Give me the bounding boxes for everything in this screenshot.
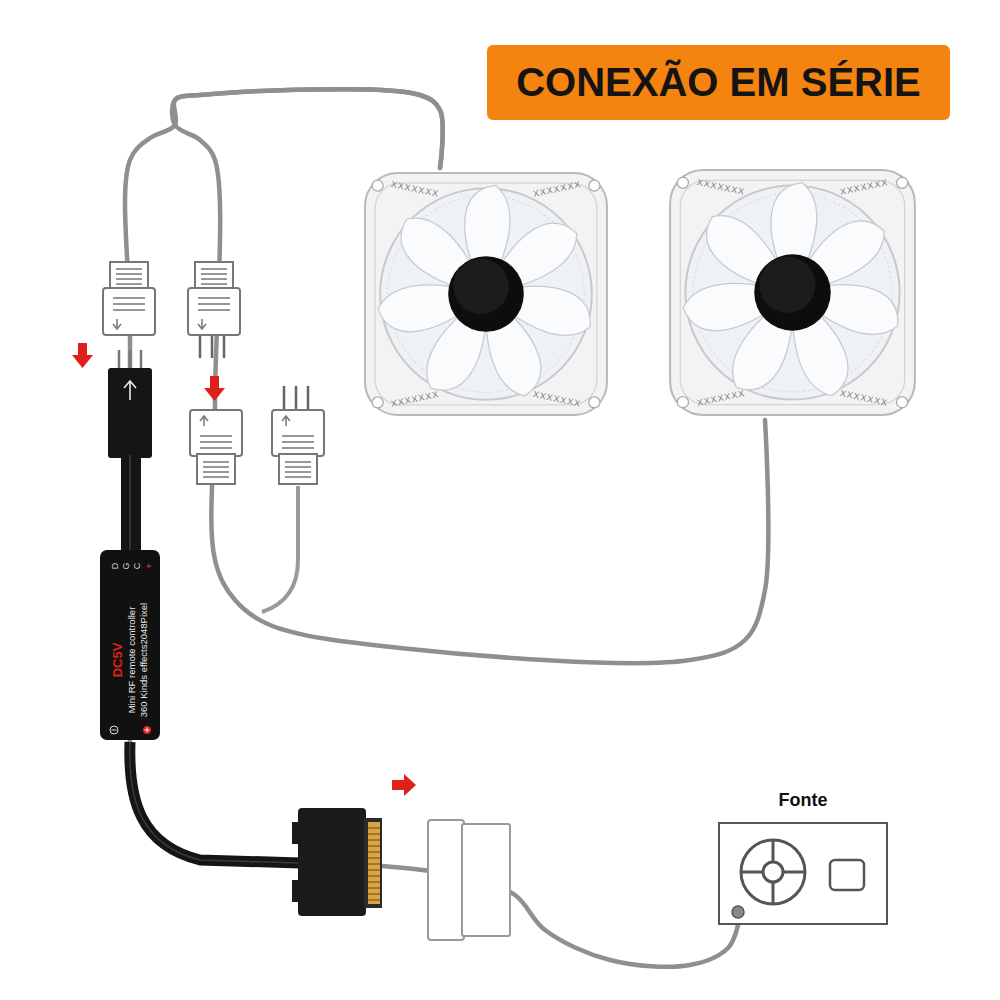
pin-name: G	[121, 562, 131, 569]
direction-arrow	[392, 774, 416, 796]
pin-name: D	[110, 563, 120, 570]
argb-male-plug	[272, 386, 324, 484]
component-label: Fonte	[720, 790, 886, 811]
cable	[130, 742, 300, 863]
cable	[262, 486, 298, 612]
fan-drawing	[665, 165, 920, 420]
pin-name: C	[132, 563, 142, 570]
rgb-fan: XXXXXXXXXXXXXXXXXXXXXXXXXXXX	[665, 165, 920, 420]
product-print: 360 Kinds effects2048Pixel	[138, 603, 150, 717]
psu-drawing	[718, 822, 888, 925]
pin-name: +	[144, 563, 154, 568]
rgb-fan: XXXXXXXXXXXXXXXXXXXXXXXXXXXX	[360, 168, 612, 420]
voltage-rating: DC5V	[110, 643, 126, 678]
title: CONEXÃO EM SÉRIE	[516, 60, 921, 105]
sata-male-connector	[292, 808, 382, 916]
direction-arrow	[72, 343, 93, 368]
argb-female-plug	[190, 410, 242, 484]
controller-connector	[108, 350, 152, 552]
controller-label-area: DC5VMini RF remote controller360 Kinds e…	[100, 582, 160, 738]
cable	[130, 740, 738, 967]
rf-controller: DC5VMini RF remote controller360 Kinds e…	[100, 550, 160, 740]
argb-female-plug	[103, 262, 155, 335]
fan-drawing	[360, 168, 612, 420]
direction-arrow	[204, 376, 225, 401]
sata-female-connector	[428, 820, 510, 940]
product-print: Mini RF remote controller	[126, 607, 138, 714]
cable	[130, 742, 300, 863]
title-banner: CONEXÃO EM SÉRIE	[487, 45, 950, 120]
argb-male-plug	[188, 262, 240, 358]
power-supply: Fonte	[718, 822, 888, 925]
